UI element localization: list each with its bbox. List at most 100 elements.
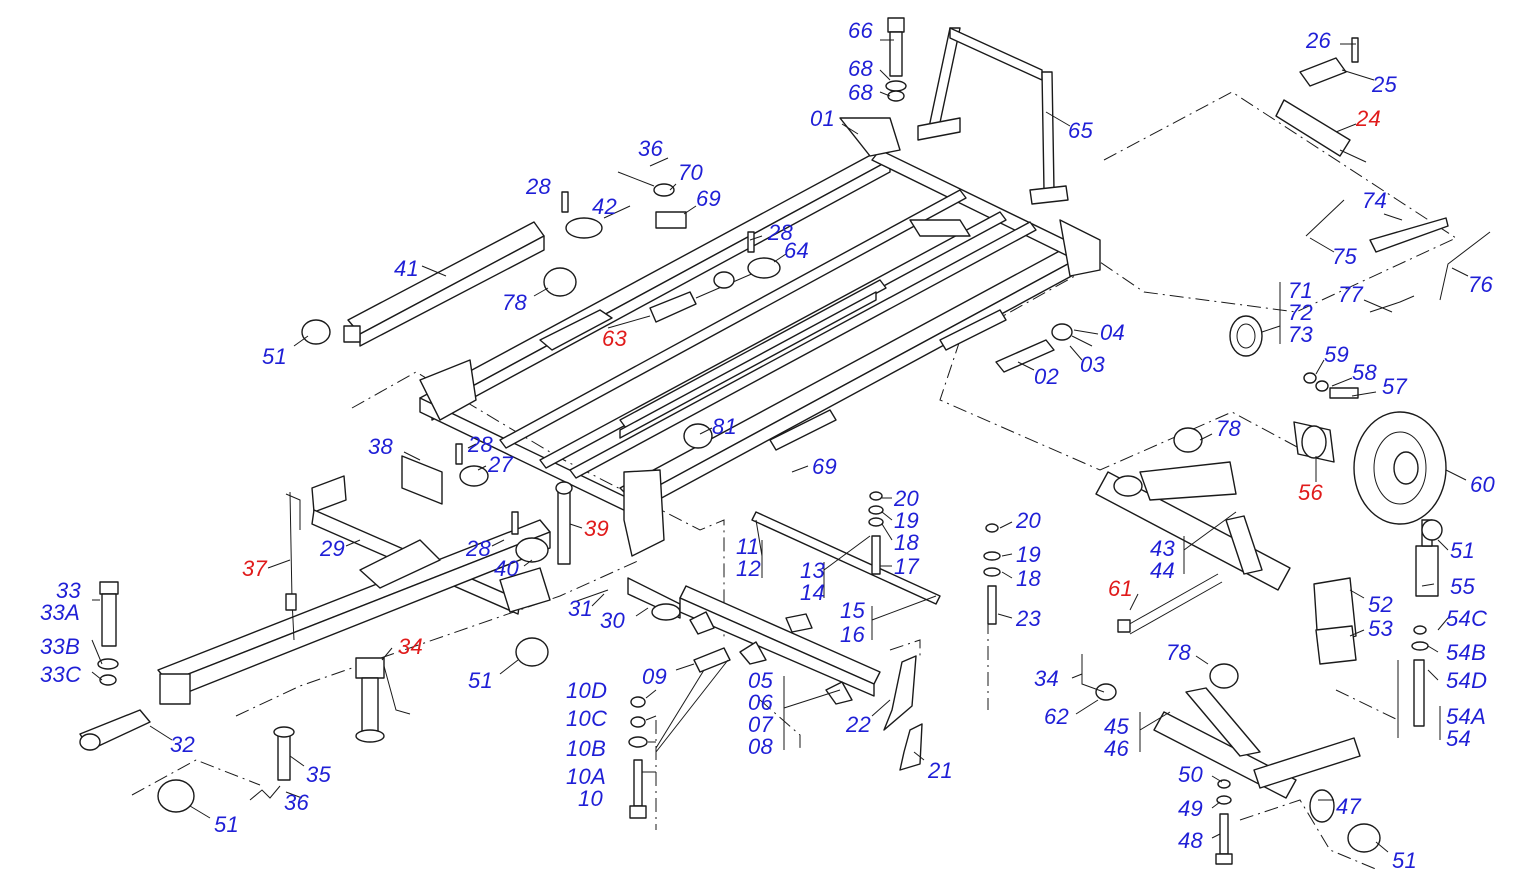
part-number-75: 75 xyxy=(1332,244,1358,269)
part-number-22: 22 xyxy=(846,712,872,737)
leader-lines xyxy=(91,39,1469,853)
part-number-40: 40 xyxy=(494,556,520,581)
part-number-33B: 33B xyxy=(40,634,81,659)
part-number-33C: 33C xyxy=(40,662,82,687)
part-number-28: 28 xyxy=(466,536,492,561)
part-number-64: 64 xyxy=(784,238,810,263)
part-number-63: 63 xyxy=(602,326,628,351)
part-number-54A: 54A xyxy=(1446,704,1487,729)
bearings-51 xyxy=(157,319,1443,853)
part-number-60: 60 xyxy=(1470,472,1496,497)
part-number-81: 81 xyxy=(712,414,738,439)
part-number-62: 62 xyxy=(1044,704,1070,729)
part-number-19: 19 xyxy=(894,508,920,533)
part-number-32: 32 xyxy=(170,732,196,757)
part-number-69: 69 xyxy=(812,454,838,479)
part-number-11: 11 xyxy=(736,534,760,559)
part-number-51: 51 xyxy=(214,812,240,837)
part-number-18: 18 xyxy=(1016,566,1042,591)
part-number-53: 53 xyxy=(1368,616,1394,641)
part-number-17: 17 xyxy=(894,554,920,579)
part-number-23: 23 xyxy=(1016,606,1042,631)
part-number-02: 02 xyxy=(1034,364,1060,389)
part-number-27: 27 xyxy=(488,452,514,477)
main-frame xyxy=(419,117,1101,557)
part-number-12: 12 xyxy=(736,556,762,581)
part-number-03: 03 xyxy=(1080,352,1106,377)
part-number-55: 55 xyxy=(1450,574,1476,599)
part-number-34: 34 xyxy=(398,634,424,659)
rear-hitch-65 xyxy=(917,27,1069,205)
clevis-32 xyxy=(79,581,151,751)
part-number-54C: 54C xyxy=(1446,606,1488,631)
wheel-60 xyxy=(1293,372,1447,525)
bolt-48 xyxy=(1215,779,1233,865)
part-number-28: 28 xyxy=(526,174,552,199)
bracket-38 xyxy=(401,443,489,505)
part-number-28: 28 xyxy=(468,432,494,457)
part-number-10C: 10C xyxy=(566,706,608,731)
part-number-10A: 10A xyxy=(566,764,607,789)
chain-37 xyxy=(285,491,301,641)
part-number-51: 51 xyxy=(1392,848,1418,873)
part-number-24: 24 xyxy=(1356,106,1382,131)
part-number-77: 77 xyxy=(1338,282,1364,307)
part-number-26: 26 xyxy=(1306,28,1332,53)
part-number-50: 50 xyxy=(1178,762,1204,787)
part-number-41: 41 xyxy=(394,256,420,281)
part-number-74: 74 xyxy=(1362,188,1388,213)
part-number-10: 10 xyxy=(578,786,604,811)
part-number-46: 46 xyxy=(1104,736,1130,761)
part-number-54: 54 xyxy=(1446,726,1472,751)
part-number-06: 06 xyxy=(748,690,774,715)
jack-34 xyxy=(355,657,411,743)
cylinder-24 xyxy=(1275,37,1367,163)
axle-arm-43 xyxy=(1095,427,1291,591)
part-number-10D: 10D xyxy=(566,678,608,703)
part-number-78: 78 xyxy=(1216,416,1242,441)
part-number-48: 48 xyxy=(1178,828,1204,853)
part-number-13: 13 xyxy=(800,558,826,583)
part-number-68: 68 xyxy=(848,56,874,81)
arm-41 xyxy=(343,191,603,347)
tines-21-22 xyxy=(883,655,923,771)
cylinder-63 xyxy=(649,231,781,323)
bushing-71 xyxy=(1229,315,1263,357)
part-number-38: 38 xyxy=(368,434,394,459)
part-number-58: 58 xyxy=(1352,360,1378,385)
part-number-20: 20 xyxy=(1016,508,1042,533)
part-number-51: 51 xyxy=(468,668,494,693)
pin-02 xyxy=(995,323,1093,373)
part-number-01: 01 xyxy=(810,106,836,131)
part-number-07: 07 xyxy=(748,712,774,737)
part-number-35: 35 xyxy=(306,762,332,787)
part-number-78: 78 xyxy=(1166,640,1192,665)
part-number-19: 19 xyxy=(1016,542,1042,567)
part-number-56: 56 xyxy=(1298,480,1324,505)
part-number-71: 71 xyxy=(1288,278,1314,303)
part-number-09: 09 xyxy=(642,664,668,689)
part-number-36: 36 xyxy=(284,790,310,815)
part-number-05: 05 xyxy=(748,668,774,693)
part-number-70: 70 xyxy=(678,160,704,185)
part-number-72: 72 xyxy=(1288,300,1314,325)
part-number-42: 42 xyxy=(592,194,618,219)
tools-74-77 xyxy=(1305,199,1491,313)
part-number-44: 44 xyxy=(1150,558,1176,583)
part-number-10B: 10B xyxy=(566,736,607,761)
tine-beam-05 xyxy=(679,511,941,705)
part-number-78: 78 xyxy=(502,290,528,315)
drawbar-29 xyxy=(157,475,551,705)
part-number-57: 57 xyxy=(1382,374,1408,399)
part-number-51: 51 xyxy=(1450,538,1476,563)
part-number-66: 66 xyxy=(848,18,874,43)
part-number-39: 39 xyxy=(584,516,610,541)
part-number-34: 34 xyxy=(1034,666,1060,691)
part-number-15: 15 xyxy=(840,598,866,623)
bracket-09 xyxy=(693,647,731,673)
bolt-66 xyxy=(885,17,907,102)
part-number-69: 69 xyxy=(696,186,722,211)
part-number-54B: 54B xyxy=(1446,640,1487,665)
part-number-73: 73 xyxy=(1288,322,1314,347)
